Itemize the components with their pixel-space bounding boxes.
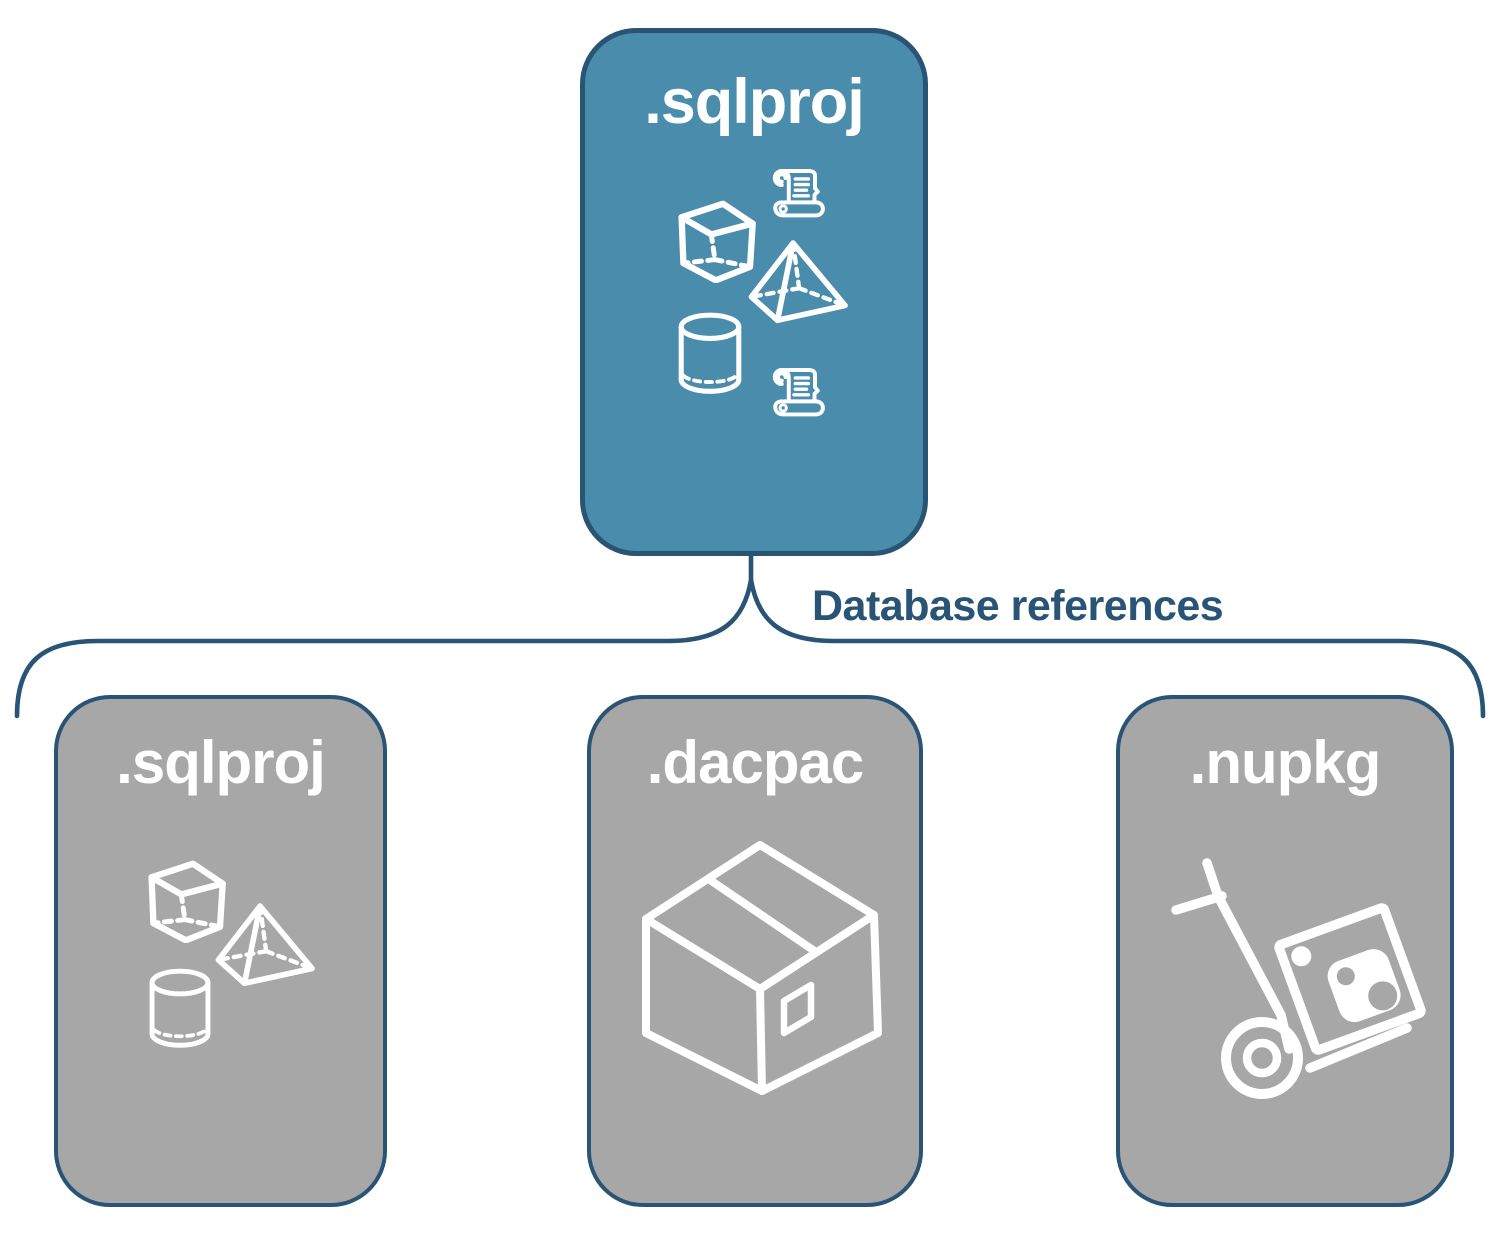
bottom-node-sqlproj: .sqlproj: [54, 695, 387, 1207]
bottom-node-dacpac: .dacpac: [587, 695, 923, 1207]
cylinder-icon: [146, 967, 214, 1051]
cube-icon: [669, 193, 759, 283]
top-node-sqlproj: .sqlproj: [580, 28, 928, 556]
bottom-node-label: .dacpac: [646, 729, 864, 796]
database-references-label: Database references: [812, 582, 1224, 630]
scroll-icon: [771, 363, 829, 421]
bottom-node-nupkg: .nupkg: [1116, 695, 1454, 1207]
cylinder-icon: [675, 311, 745, 397]
pyramid-icon: [215, 902, 319, 990]
package-box-icon: [638, 833, 882, 1095]
cube-icon: [139, 853, 229, 943]
scroll-icon: [771, 164, 829, 222]
bottom-node-label: .nupkg: [1189, 729, 1382, 796]
pyramid-icon: [748, 239, 852, 327]
bottom-node-label: .sqlproj: [116, 729, 326, 796]
top-node-label: .sqlproj: [644, 67, 865, 137]
hand-truck-nuget-package-icon: [1160, 851, 1430, 1103]
